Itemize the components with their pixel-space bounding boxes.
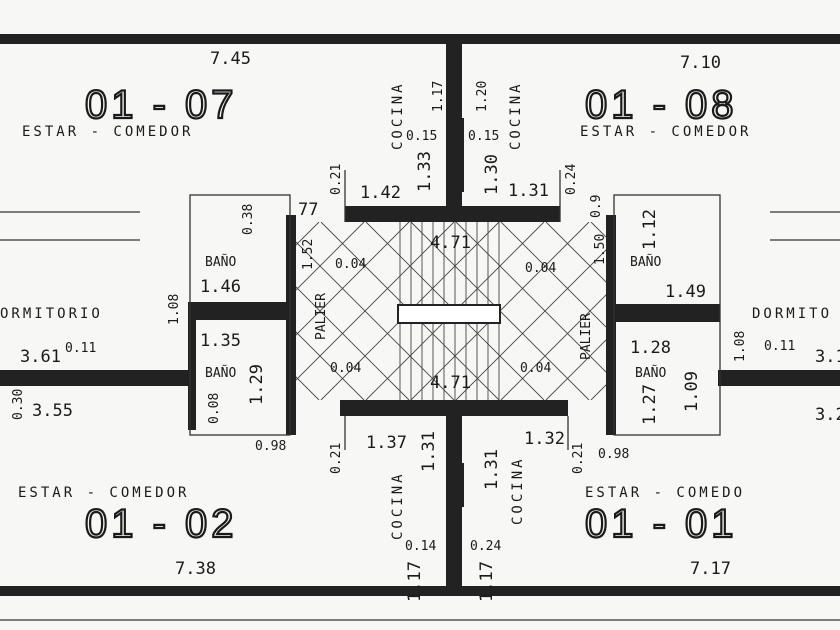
palier-dim-3: 0.04 bbox=[335, 257, 366, 272]
core-top-kitchen-right: COCINA bbox=[508, 81, 524, 150]
core-bot-w1: 1.37 bbox=[366, 433, 407, 453]
core-top-k6: 0.15 bbox=[468, 129, 499, 144]
unit-0101-number: 01 - 01 bbox=[585, 502, 738, 546]
unit-0102-width: 7.38 bbox=[175, 559, 216, 579]
left-bano-bot-dim: 1.35 bbox=[200, 331, 241, 351]
core-top-w1: 1.42 bbox=[360, 183, 401, 203]
core-bot-s2: 0.21 bbox=[571, 443, 586, 474]
unit-0107-number: 01 - 07 bbox=[85, 83, 238, 127]
right-bano-top-dim: 1.49 bbox=[665, 282, 706, 302]
core-bot-k3: 0.14 bbox=[405, 539, 436, 554]
core-bot-k6: 1.31 bbox=[482, 449, 502, 490]
core-top-k2: 1.20 bbox=[475, 81, 490, 112]
left-wall-v: 1.08 bbox=[167, 294, 182, 325]
tile-line bbox=[296, 331, 365, 400]
unit-0107-width: 7.45 bbox=[210, 49, 251, 69]
right-bottom: 0.98 bbox=[598, 447, 629, 462]
tile-line bbox=[296, 222, 410, 336]
core-top-w2: 1.31 bbox=[508, 181, 549, 201]
tile-line bbox=[455, 249, 606, 400]
right-d3: 3.2 bbox=[815, 405, 840, 425]
unit-0108-number: 01 - 08 bbox=[585, 83, 738, 127]
tile-line bbox=[296, 222, 455, 381]
unit-0101-width: 7.17 bbox=[690, 559, 731, 579]
left-bano-top-v: 0.38 bbox=[241, 204, 256, 235]
palier-dim-5: 0.04 bbox=[525, 261, 556, 276]
core-bot-k4: 0.24 bbox=[470, 539, 501, 554]
left-d4: 0.30 bbox=[11, 389, 26, 420]
left-bano-top-dim: 1.46 bbox=[200, 277, 241, 297]
left-bottom: 0.98 bbox=[255, 439, 286, 454]
tile-line bbox=[500, 294, 606, 400]
right-d2: 0.11 bbox=[764, 339, 795, 354]
walls bbox=[0, 34, 840, 596]
left-bano-top: BAÑO bbox=[205, 254, 236, 270]
core-top-k1: 1.17 bbox=[431, 81, 446, 112]
left-d2: 0.11 bbox=[65, 341, 96, 356]
unit-0108-width: 7.10 bbox=[680, 53, 721, 73]
core-bot-s1: 0.21 bbox=[329, 443, 344, 474]
left-bano-bot: BAÑO bbox=[205, 365, 236, 381]
right-wall-v: 1.08 bbox=[733, 331, 748, 362]
core-bot-k1: 1.17 bbox=[405, 561, 425, 602]
left-small-v: 0.08 bbox=[207, 393, 222, 424]
tile-line bbox=[545, 222, 606, 283]
right-bano-bot: BAÑO bbox=[635, 365, 666, 381]
left-dormitorio: ORMITORIO bbox=[0, 306, 103, 322]
right-bano-bot-v2: 1.09 bbox=[682, 371, 702, 412]
core-top-s2: 0.24 bbox=[564, 164, 579, 195]
tile-line bbox=[296, 222, 365, 291]
core-bot-k2: 1.17 bbox=[477, 561, 497, 602]
right-top-small: 0.9 bbox=[589, 195, 604, 218]
core-top-k5: 1.30 bbox=[482, 154, 502, 195]
core-bot-kitchen-left: COCINA bbox=[390, 471, 406, 540]
right-bano-bot-v: 1.27 bbox=[640, 384, 660, 425]
right-bano-bot-dim: 1.28 bbox=[630, 338, 671, 358]
unit-0101-room: ESTAR - COMEDO bbox=[585, 485, 745, 501]
stair-top-dim: 4.71 bbox=[430, 233, 471, 253]
core-top-s3: 77 bbox=[298, 200, 318, 220]
right-bano-top: BAÑO bbox=[630, 254, 661, 270]
unit-0102-number: 01 - 02 bbox=[85, 502, 238, 546]
unit-0107-room: ESTAR - COMEDOR bbox=[22, 124, 193, 140]
palier-right: PALIER bbox=[579, 313, 594, 360]
left-d1: 3.61 bbox=[20, 347, 61, 367]
stair-palier-pattern bbox=[296, 222, 606, 400]
core-bot-kitchen-right: COCINA bbox=[510, 456, 526, 525]
core-top-kitchen-left: COCINA bbox=[390, 81, 406, 150]
right-bano-top-v: 1.12 bbox=[640, 209, 660, 250]
palier-dim-6: 0.04 bbox=[520, 361, 551, 376]
stair-bottom-dim: 4.71 bbox=[430, 373, 471, 393]
left-d3: 3.55 bbox=[32, 401, 73, 421]
left-bano-bot-v: 1.29 bbox=[247, 364, 267, 405]
palier-dim-4: 0.04 bbox=[330, 361, 361, 376]
palier-left: PALIER bbox=[314, 293, 329, 340]
core-top-k4: 1.33 bbox=[415, 151, 435, 192]
core-bot-k5: 1.31 bbox=[419, 431, 439, 472]
thin-lines bbox=[0, 170, 840, 621]
right-d1: 3.1 bbox=[815, 347, 840, 367]
core-bot-w2: 1.32 bbox=[524, 429, 565, 449]
core-top-k3: 0.15 bbox=[406, 129, 437, 144]
palier-dim-1: 1.52 bbox=[301, 239, 316, 270]
palier-dim-2: 1.50 bbox=[593, 234, 608, 265]
core-top-s1: 0.21 bbox=[329, 164, 344, 195]
unit-0108-room: ESTAR - COMEDOR bbox=[580, 124, 751, 140]
tile-line bbox=[545, 339, 606, 400]
right-dormitorio: DORMITO bbox=[752, 306, 832, 322]
unit-0102-room: ESTAR - COMEDOR bbox=[18, 485, 189, 501]
